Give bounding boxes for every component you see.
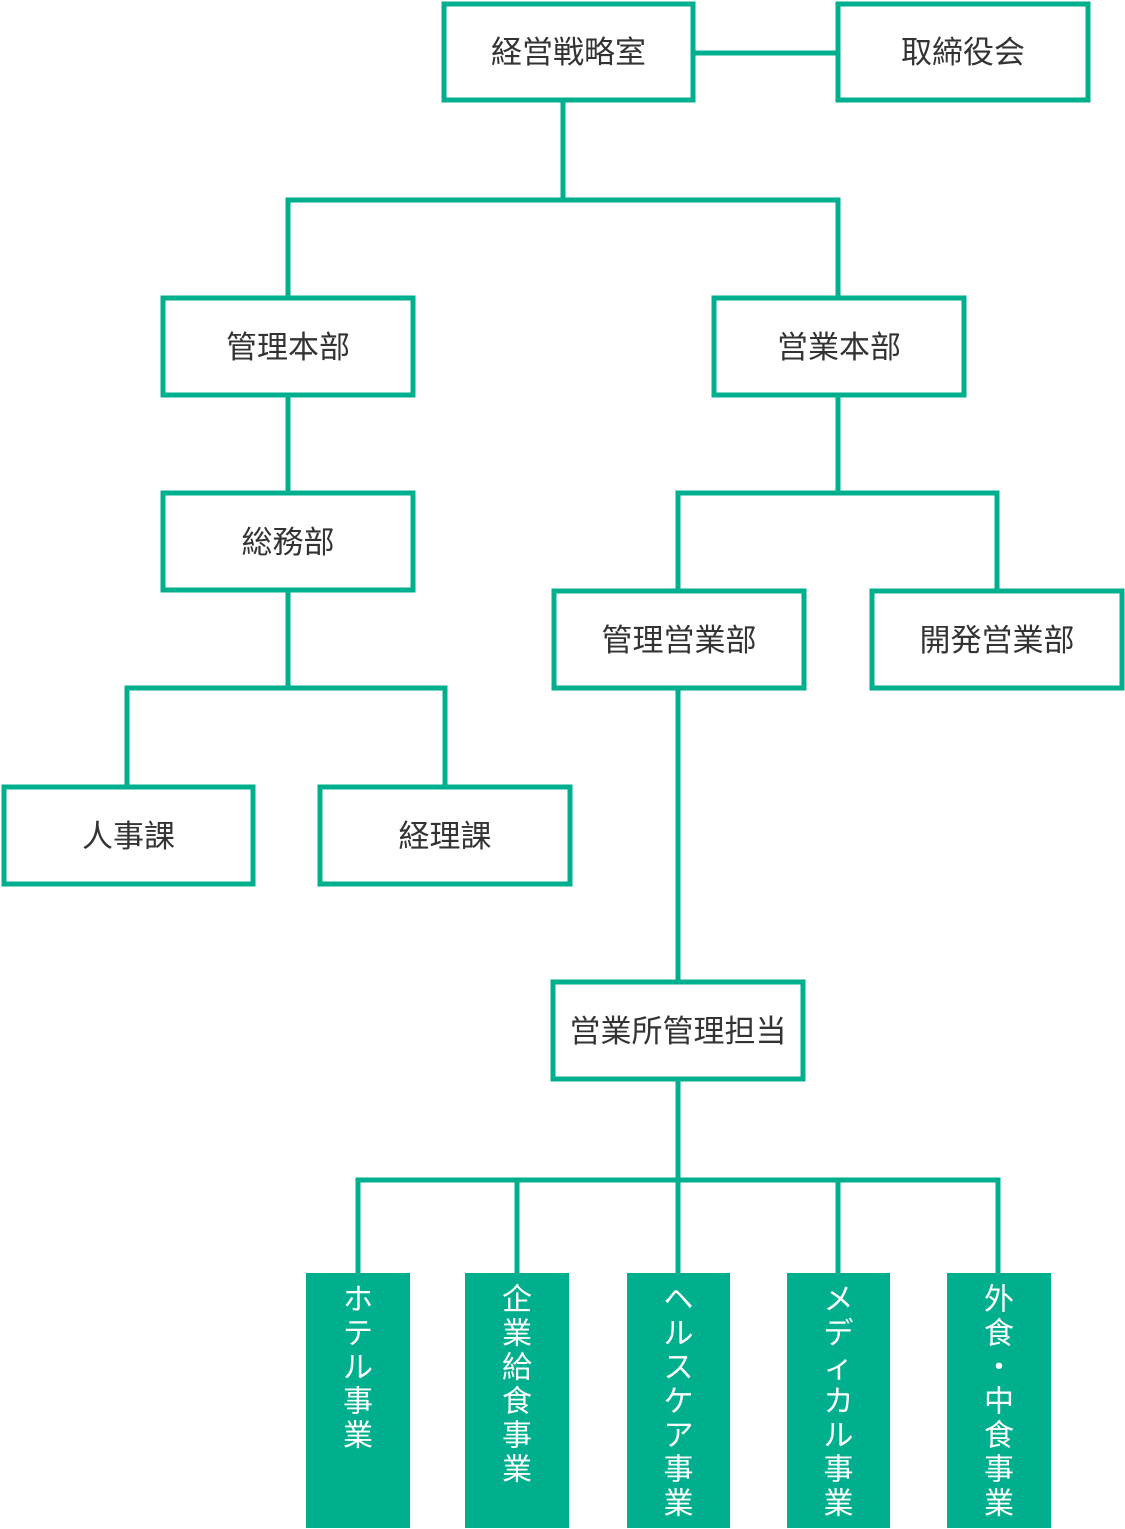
business-box-healthcare: ヘルスケア事業 xyxy=(627,1273,730,1528)
label-hr: 人事課 xyxy=(82,819,175,855)
connector-lines xyxy=(124,50,1001,1278)
box-accounting: 経理課 xyxy=(317,784,573,887)
label-admin-hq: 管理本部 xyxy=(226,330,350,366)
business-box-medical: メディカル事業 xyxy=(787,1273,890,1528)
box-mgmt-sales: 管理営業部 xyxy=(551,588,807,691)
box-board: 取締役会 xyxy=(835,1,1091,103)
box-hr: 人事課 xyxy=(1,784,256,887)
box-admin-hq: 管理本部 xyxy=(160,295,416,398)
label-business-healthcare: ヘルスケア事業 xyxy=(664,1283,694,1522)
label-business-medical: メディカル事業 xyxy=(824,1283,854,1522)
label-accounting: 経理課 xyxy=(399,819,492,855)
box-office-mgmt: 営業所管理担当 xyxy=(550,979,806,1082)
label-sales-hq: 営業本部 xyxy=(777,330,901,366)
business-box-hotel: ホテル事業 xyxy=(306,1273,410,1528)
label-business-hotel: ホテル事業 xyxy=(343,1283,373,1454)
box-strategy-office: 経営戦略室 xyxy=(441,1,696,103)
label-mgmt-sales: 管理営業部 xyxy=(602,623,757,659)
label-business-food-service: 外食・中食事業 xyxy=(984,1283,1014,1522)
business-box-food-service: 外食・中食事業 xyxy=(947,1273,1051,1528)
box-dev-sales: 開発営業部 xyxy=(869,588,1125,691)
box-general-affairs: 総務部 xyxy=(160,490,416,593)
label-office-mgmt: 営業所管理担当 xyxy=(570,1014,787,1050)
label-business-corporate-catering: 企業給食事業 xyxy=(502,1283,532,1488)
box-sales-hq: 営業本部 xyxy=(711,295,967,398)
label-board: 取締役会 xyxy=(901,35,1025,71)
label-general-affairs: 総務部 xyxy=(242,525,335,561)
label-dev-sales: 開発営業部 xyxy=(920,623,1075,659)
label-strategy-office: 経営戦略室 xyxy=(491,35,646,71)
business-box-corporate-catering: 企業給食事業 xyxy=(465,1273,569,1528)
